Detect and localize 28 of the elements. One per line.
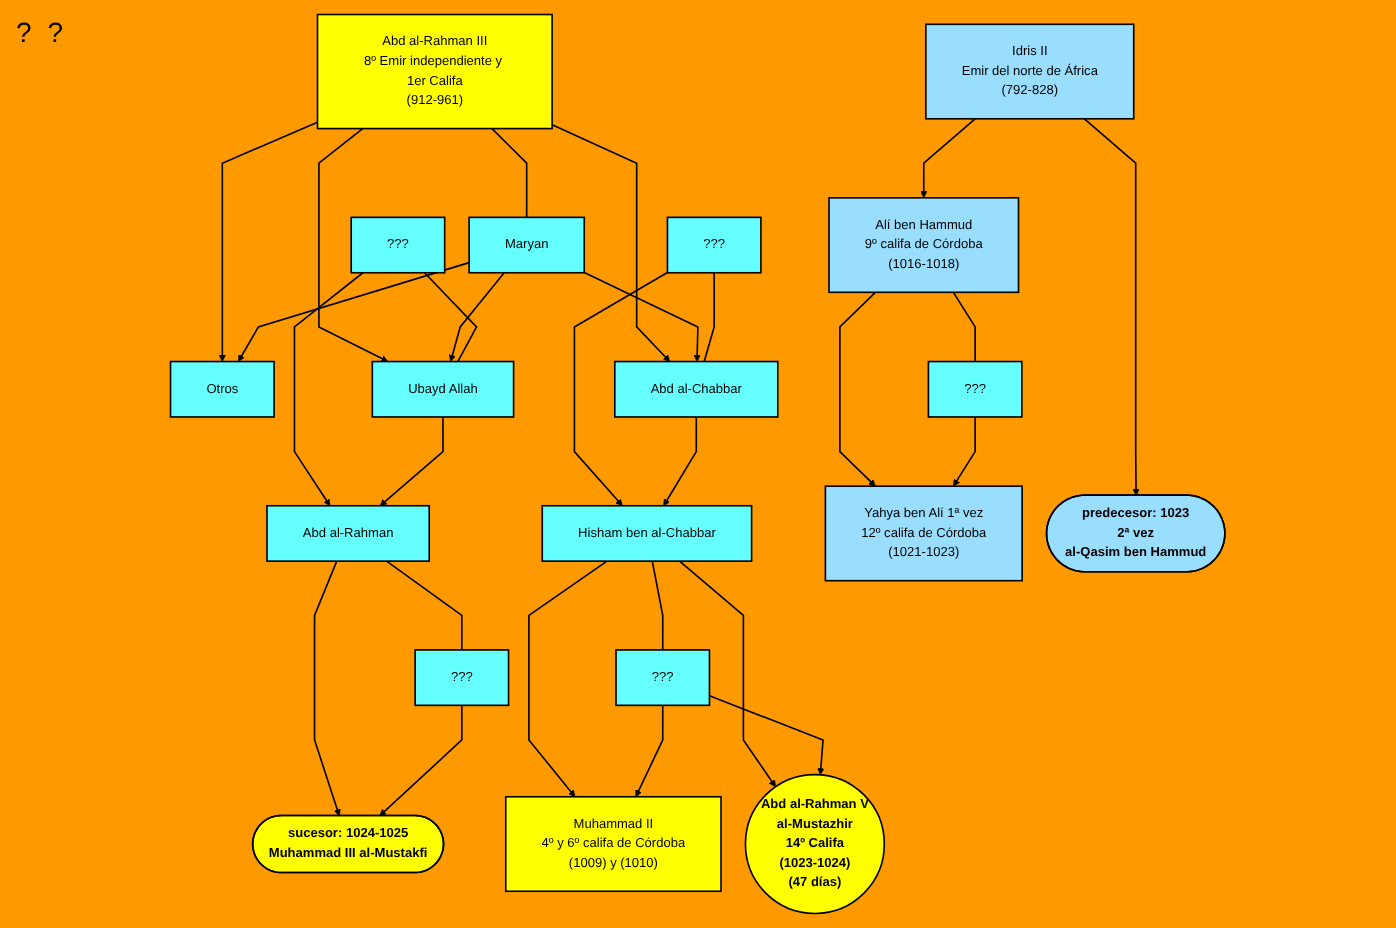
arrow — [679, 560, 777, 788]
arrow — [708, 695, 825, 776]
arrow — [238, 261, 471, 362]
arrow — [379, 704, 463, 817]
arrow — [528, 560, 609, 798]
arrow — [551, 124, 671, 362]
question-mark-label: ? — [16, 16, 32, 48]
arrow — [314, 560, 342, 817]
arrow — [635, 704, 664, 798]
arrow — [839, 291, 877, 487]
arrow — [920, 117, 977, 199]
connector — [424, 271, 478, 363]
arrow — [449, 271, 506, 362]
connector — [651, 560, 664, 651]
question-mark-label: ? — [47, 16, 64, 48]
connector — [386, 560, 463, 651]
connector — [491, 127, 528, 219]
arrow — [219, 121, 319, 362]
arrow — [1083, 117, 1140, 496]
arrow — [663, 416, 698, 507]
arrow — [953, 416, 977, 487]
arrow — [380, 416, 445, 507]
arrow — [573, 271, 669, 507]
arrow — [583, 271, 702, 362]
arrow — [293, 271, 365, 507]
connector — [952, 291, 977, 363]
arrow — [318, 127, 389, 362]
connector — [703, 271, 716, 363]
